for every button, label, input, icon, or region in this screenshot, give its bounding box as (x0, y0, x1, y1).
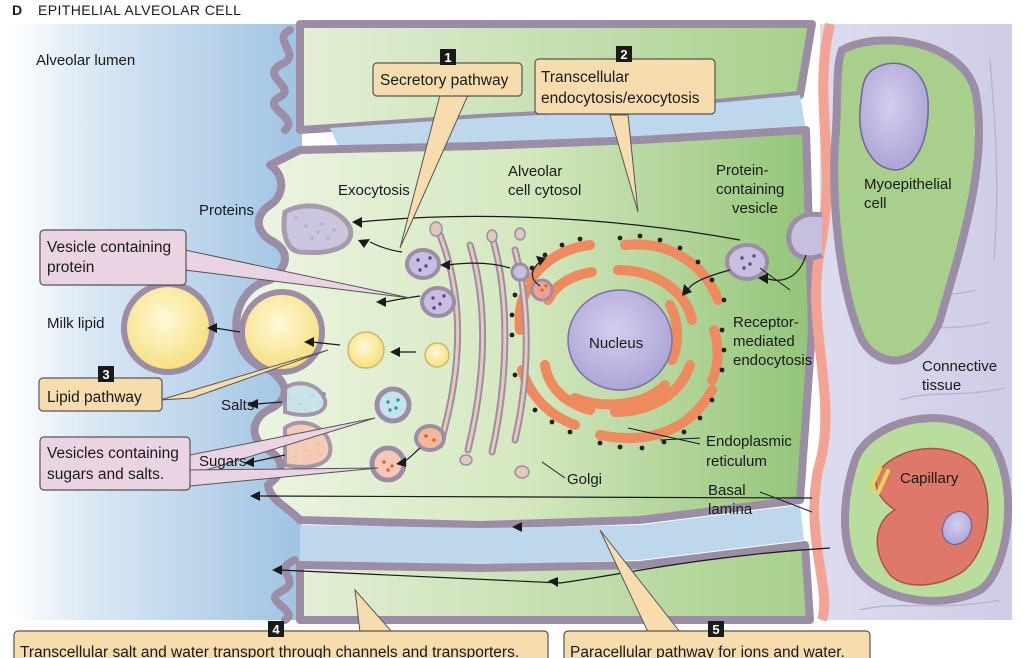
protein-vesicle-label-1: Protein- (716, 162, 769, 179)
svg-text:Vesicles containing: Vesicles containing (47, 445, 179, 462)
vesicle-icon (420, 286, 456, 318)
alveolar-lumen-label: Alveolar lumen (36, 52, 135, 69)
svg-text:protein: protein (47, 259, 94, 276)
er-label-2: reticulum (706, 453, 767, 470)
svg-text:Vesicle containing: Vesicle containing (47, 239, 171, 256)
intercellular-space-bottom (300, 505, 804, 565)
vesicles (369, 243, 769, 483)
pathway-4-label: Transcellular salt and water transport t… (20, 644, 519, 658)
lipid-droplet-icon (424, 342, 450, 368)
svg-text:1: 1 (444, 50, 451, 65)
myoepithelial-label-2: cell (864, 195, 887, 212)
pathway-number-badge (616, 46, 632, 62)
myoepithelial-label-1: Myoepithelial (864, 176, 952, 193)
svg-text:5: 5 (712, 622, 719, 637)
pathway-1-label: Secretory pathway (380, 72, 509, 89)
exocytosis-label: Exocytosis (338, 182, 410, 199)
salts-vesicle-icon (374, 386, 412, 424)
panel-letter: D (12, 2, 22, 18)
golgi-buds (429, 221, 530, 479)
protein-vesicle-label-3: vesicle (732, 200, 778, 217)
callout-pointers-pink (184, 249, 411, 487)
golgi-lumen (438, 233, 528, 454)
arrow-heads (207, 217, 768, 587)
alveolar-cytosol-label-2: cell cytosol (508, 182, 581, 199)
basal-lamina-label-2: lamina (708, 501, 753, 518)
svg-text:4: 4 (272, 622, 280, 637)
pathway-number-badge (268, 621, 284, 637)
pathway-3-label: Lipid pathway (47, 389, 142, 406)
lipid-droplet-icon (239, 289, 325, 375)
microvilli-bottom (271, 556, 299, 624)
svg-text:2: 2 (620, 47, 627, 62)
pathway-number-badge (98, 366, 114, 382)
pathway-2-label-2: endocytosis/exocytosis (541, 90, 700, 107)
pathway-number-badge (708, 621, 724, 637)
receptor-label-1: Receptor- (733, 314, 799, 331)
lipid-droplets (121, 281, 450, 375)
callout-vesicles-sugars: Vesicles containing sugars and salts. (39, 436, 191, 491)
golgi-label: Golgi (567, 471, 602, 488)
connective-label-2: tissue (922, 377, 961, 394)
endocytosis-pit (786, 211, 824, 261)
milk-lipid-label: Milk lipid (47, 315, 105, 332)
lipid-droplet-icon (347, 331, 385, 369)
capillary-pore-icon (868, 466, 890, 495)
pathway-number-badge (440, 49, 456, 65)
nucleus-icon (567, 289, 673, 391)
svg-text:sugars and salts.: sugars and salts. (47, 466, 164, 483)
panel-title: EPITHELIAL ALVEOLAR CELL (38, 2, 241, 18)
callout-pathway-4: 4 Transcellular salt and water transport… (13, 621, 549, 658)
callout-vesicle-protein: Vesicle containing protein (39, 229, 187, 286)
receptor-label-3: endocytosis (733, 352, 812, 369)
callout-pathway-1: 1 Secretory pathway (372, 49, 523, 97)
pathway-5-label: Paracellular pathway for ions and water. (570, 644, 845, 658)
protein-vesicle-icon (725, 243, 769, 281)
microvilli-top (270, 26, 294, 134)
callout-pathway-2: 2 Transcellular endocytosis/exocytosis (534, 46, 716, 115)
nucleus-label: Nucleus (589, 335, 643, 352)
vesicle-icon (414, 424, 446, 452)
sugars-label: Sugars (199, 453, 247, 470)
callout-pathway-3: 3 Lipid pathway (38, 366, 163, 412)
callout-pathway-5: 5 Paracellular pathway for ions and wate… (563, 621, 871, 658)
vesicle-icon (405, 248, 441, 280)
receptor-label-2: mediated (733, 333, 795, 350)
capillary-cell-nucleus-icon (941, 510, 973, 546)
capillary-lumen (875, 447, 989, 586)
basal-lamina-label-1: Basal (708, 482, 746, 499)
proteins-label: Proteins (199, 202, 254, 219)
vesicle-icon (510, 262, 530, 282)
endoplasmic-reticulum (514, 239, 723, 443)
diagram-labels: Alveolar lumen Alveolar cell cytosol Exo… (36, 52, 997, 518)
connective-label-1: Connective (922, 358, 997, 375)
alveolar-cytosol-label-1: Alveolar (508, 163, 562, 180)
milk-lipid-droplet-icon (121, 281, 215, 375)
myoepithelial-nucleus-icon (859, 62, 929, 171)
capillary-label: Capillary (900, 470, 959, 487)
svg-text:3: 3 (102, 367, 109, 382)
salts-exocytosis-pit (283, 381, 328, 417)
basal-lamina (809, 22, 835, 622)
leader-lines (541, 267, 813, 513)
exocytosis-pit (281, 203, 354, 256)
pathway-2-label-1: Transcellular (541, 69, 629, 86)
salts-label: Salts (221, 397, 254, 414)
protein-vesicle-label-2: containing (716, 181, 784, 198)
er-label-1: Endoplasmic (706, 433, 792, 450)
